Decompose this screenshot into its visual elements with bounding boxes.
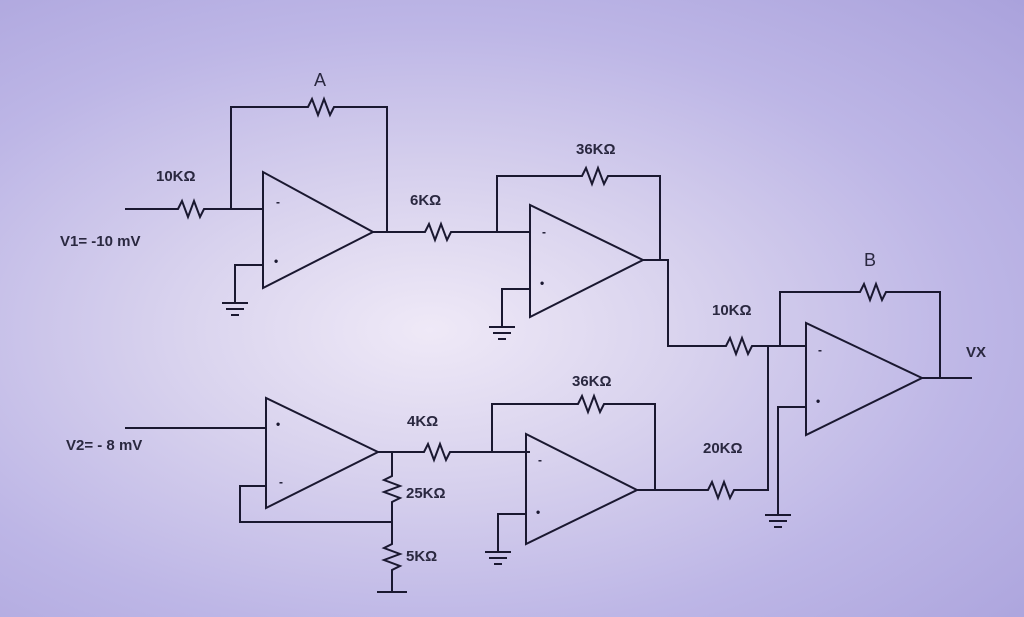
ground-symbol [765,514,791,528]
opamp-bl-minus: - [279,475,283,489]
opamp-bm-plus: • [536,505,540,519]
feedback-36k-top [496,165,661,261]
label-b: B [864,250,876,270]
label-r-20k: 20KΩ [703,440,743,457]
label-r-10k-in: 10KΩ [156,168,196,185]
label-r-5k: 5KΩ [406,548,437,565]
opamp-b: - • [805,321,925,437]
ground-symbol [222,302,248,316]
opamp-a: - • [262,170,376,290]
wire-6k [387,221,530,243]
opamp-a-minus: - [276,195,280,209]
label-a: A [314,70,326,90]
wire-20k [637,346,769,501]
label-vx: VX [966,344,986,361]
label-r-4k: 4KΩ [407,413,438,430]
v1-input-wire [125,198,263,220]
label-v1: V1= -10 mV [60,233,140,250]
label-r-36k-bottom: 36KΩ [572,373,612,390]
opamp-bottom-mid: - • [525,432,640,546]
label-r-6k: 6KΩ [410,192,441,209]
ground-symbol [485,551,511,565]
feedback-a [230,96,388,233]
label-r-25k: 25KΩ [406,485,446,502]
opamp-b-minus: - [818,343,822,357]
label-r-36k-top: 36KΩ [576,141,616,158]
opamp-a-plus-wire [234,264,263,303]
feedback-b [779,281,941,379]
opamp-b-plus: • [816,394,820,408]
opamp-bm-minus: - [538,453,542,467]
opamp-a-plus: • [274,254,278,268]
opamp-bl-plus: • [276,417,280,431]
opamp-top-minus: - [542,225,546,239]
opamp-top-plus: • [540,276,544,290]
label-v2: V2= - 8 mV [66,437,142,454]
wire-4k [392,441,530,463]
ground-symbol [489,326,515,340]
divider-feedback [239,485,392,523]
label-r-10k-sum: 10KΩ [712,302,752,319]
opamp-top-plus-wire [501,288,530,327]
opamp-top: - • [529,203,646,319]
opamp-b-plus-wire [777,406,806,515]
divider-chain [378,451,403,592]
opamp-bm-plus-wire [497,513,526,552]
opamp-bottom-left: • - [265,396,381,510]
wire-10k-sum [660,259,806,357]
feedback-36k-bottom [491,393,656,491]
